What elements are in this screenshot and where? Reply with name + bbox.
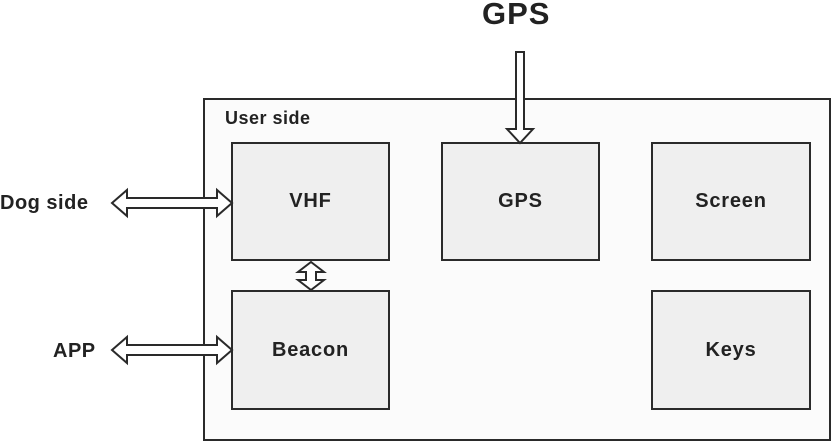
screen-label: Screen <box>695 190 767 212</box>
dog-side-label: Dog side <box>0 192 89 214</box>
vhf-label: VHF <box>289 190 332 212</box>
gps-down-arrow <box>504 51 536 145</box>
beacon-label: Beacon <box>271 338 350 361</box>
gps-external-label: GPS <box>482 0 551 31</box>
gps-label: GPS <box>498 190 543 212</box>
app-beacon-double-arrow <box>110 334 234 366</box>
user-side-label: User side <box>225 108 311 128</box>
vhf-beacon-double-arrow <box>295 260 327 292</box>
dog-side-vhf-double-arrow <box>110 187 234 219</box>
app-label: APP <box>53 340 96 362</box>
vhf-block: VHF <box>231 142 390 261</box>
beacon-block: Beacon <box>231 290 390 410</box>
keys-block: Keys <box>651 290 811 410</box>
screen-block: Screen <box>651 142 811 261</box>
keys-label: Keys <box>705 338 757 361</box>
